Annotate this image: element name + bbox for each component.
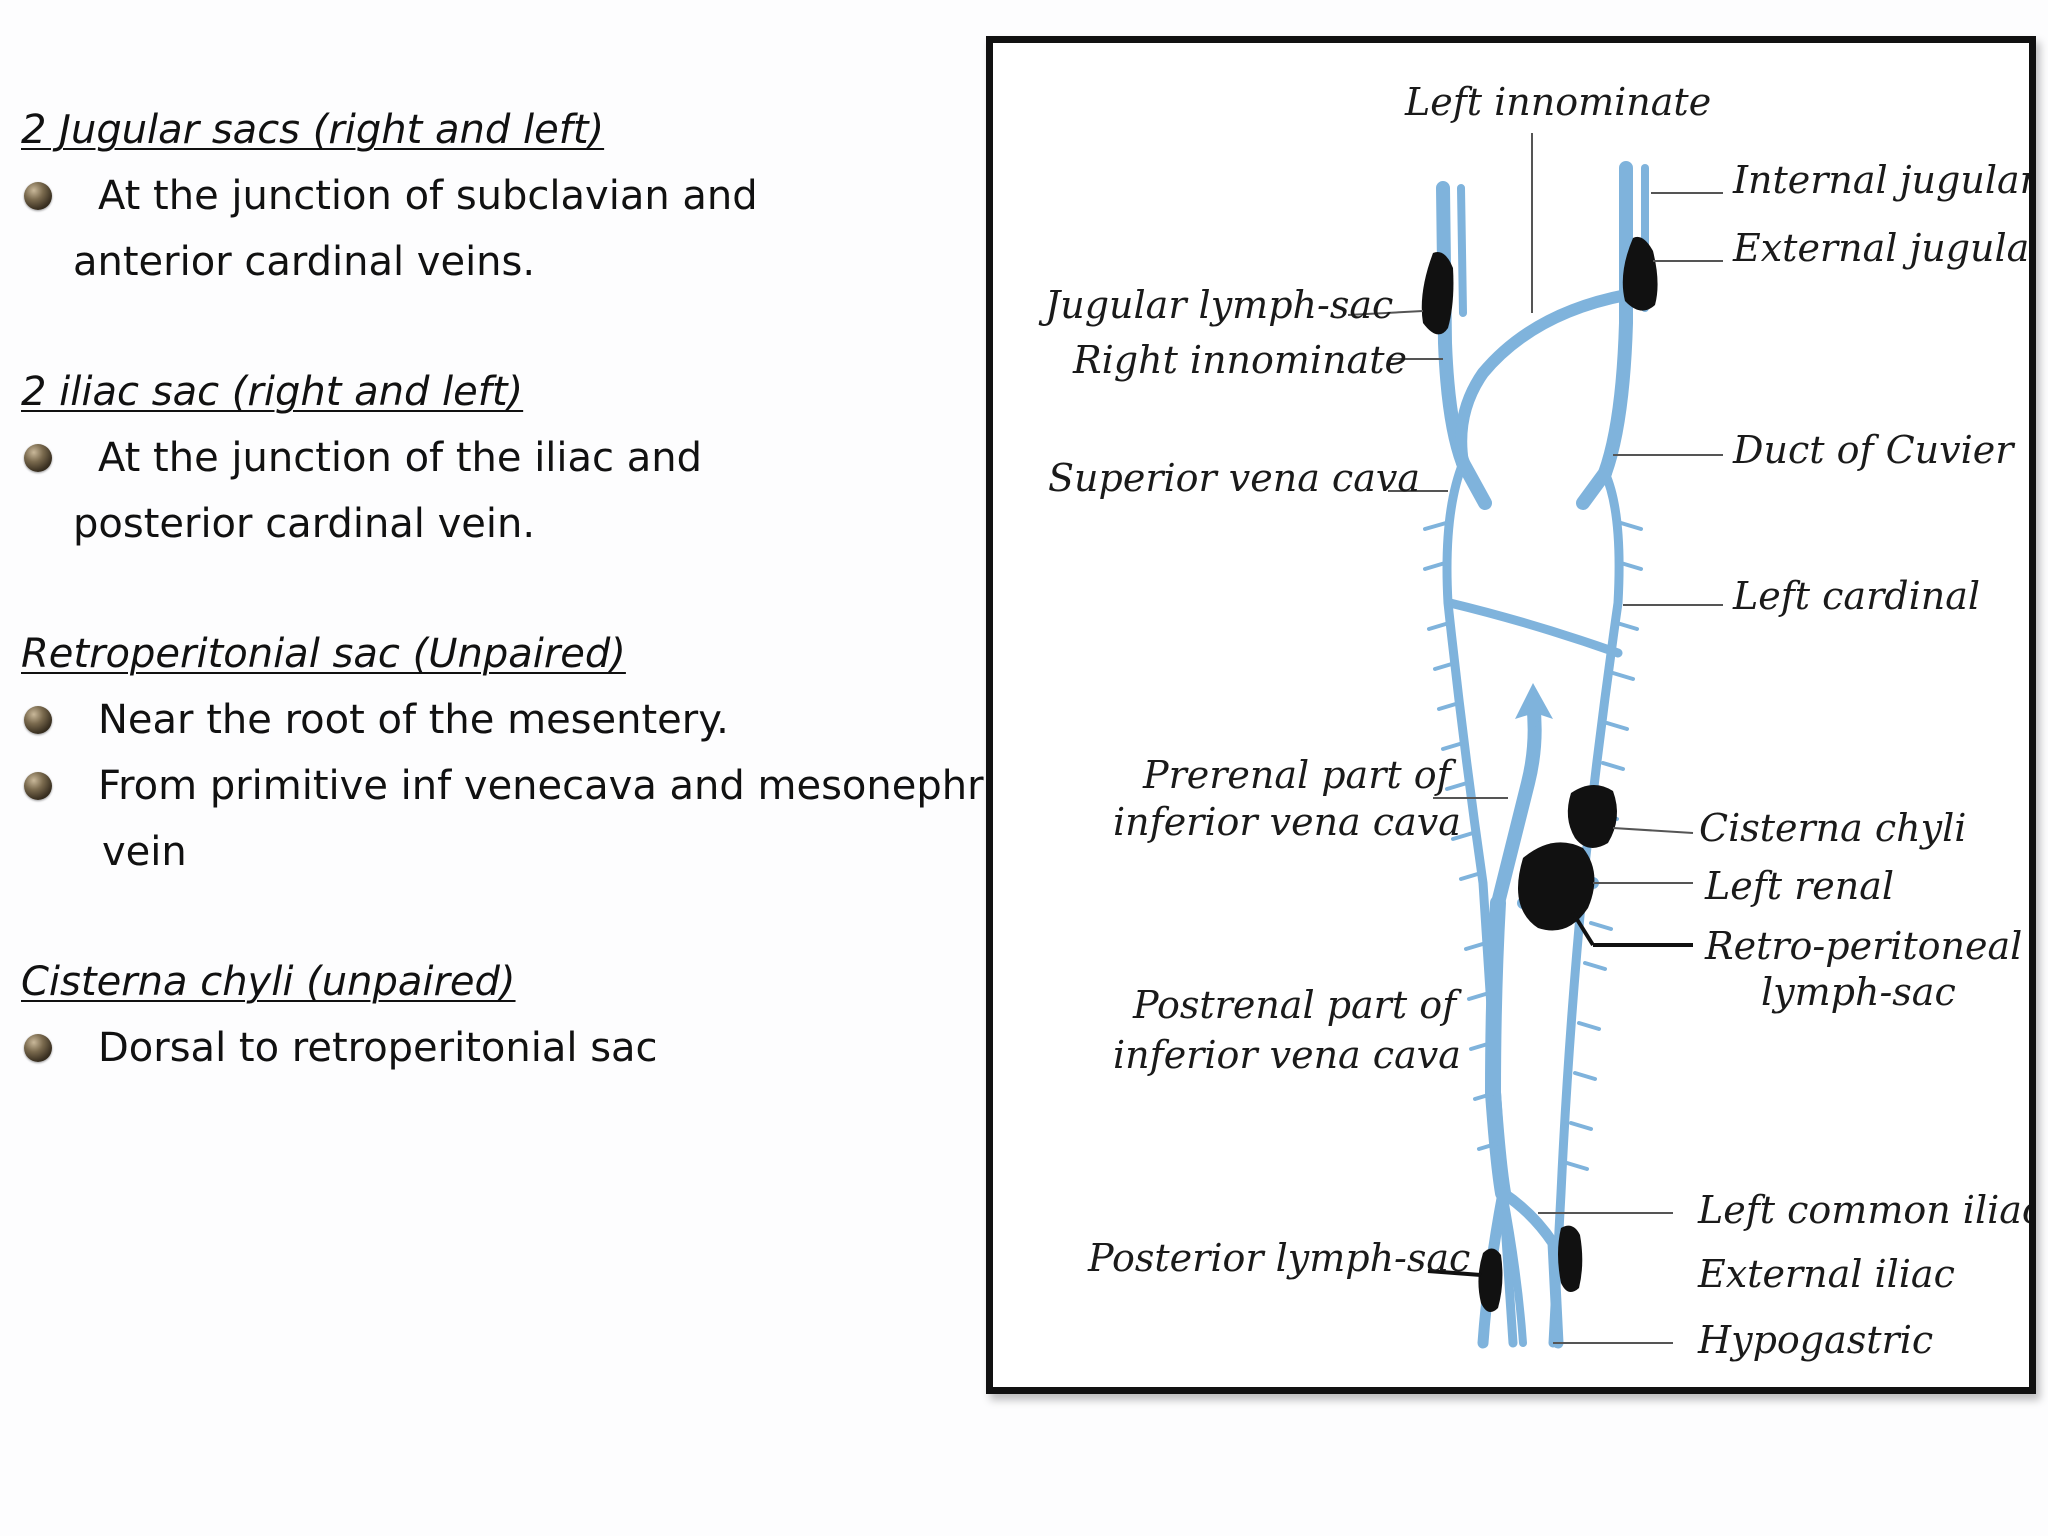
bullet-text: Dorsal to retroperitonial sac: [98, 1025, 658, 1071]
section-heading-iliac-sac: 2 iliac sac (right and left): [21, 369, 524, 415]
vein-network: [1436, 161, 1649, 1349]
postrenal-ivc: [1485, 895, 1511, 1201]
label-posterior-lymph-sac: Posterior lymph-sac: [1087, 1236, 1470, 1280]
superior-vena-cava: [1456, 456, 1492, 510]
lymph-sac-diagram: Left innominate Internal jugular Externa…: [986, 36, 2036, 1394]
label-cisterna-chyli: Cisterna chyli: [1699, 806, 1966, 850]
prerenal-ivc: [1491, 696, 1542, 910]
label-right-innominate: Right innominate: [1072, 338, 1407, 382]
posterior-lymph-sac-left: [1558, 1225, 1583, 1292]
bullet-text-continuation: posterior cardinal vein.: [73, 501, 536, 547]
left-jugular-lymph-sac: [1622, 236, 1658, 311]
label-hypogastric: Hypogastric: [1697, 1318, 1933, 1362]
label-left-common-iliac: Left common iliac: [1697, 1188, 2029, 1232]
lymph-sacs: [1421, 236, 1658, 1312]
section-heading-cisterna-chyli: Cisterna chyli (unpaired): [21, 959, 516, 1005]
bullet-text-continuation: anterior cardinal veins.: [73, 239, 536, 285]
segmental-branches: [1423, 521, 1643, 1171]
label-postrenal-line2: inferior vena cava: [1113, 1033, 1461, 1077]
bullet-icon: [24, 772, 52, 800]
posterior-lymph-sac-right: [1478, 1248, 1503, 1312]
label-internal-jugular: Internal jugular: [1732, 158, 2029, 202]
right-jugular-branch: [1457, 184, 1467, 317]
left-common-iliac-vein: [1497, 1187, 1564, 1349]
label-duct-of-cuvier: Duct of Cuvier: [1732, 428, 2016, 472]
label-retro-peritoneal-line2: lymph-sac: [1761, 970, 1956, 1014]
left-anterior-cardinal-vein: [1598, 161, 1633, 480]
bullet-text: From primitive inf venecava and mesoneph…: [98, 763, 1017, 809]
bullet-icon: [24, 444, 52, 472]
bullet-text: Near the root of the mesentery.: [98, 697, 729, 743]
vein-diagram-svg: Left innominate Internal jugular Externa…: [1038, 80, 2029, 1362]
label-external-jugular: External jugular: [1732, 226, 2029, 270]
bullet-text: At the junction of subclavian and: [98, 173, 758, 219]
cardinal-anastomosis: [1445, 598, 1623, 658]
label-postrenal-line1: Postrenal part of: [1132, 983, 1462, 1027]
label-prerenal-line1: Prerenal part of: [1142, 753, 1457, 797]
bullet-text: At the junction of the iliac and: [98, 435, 703, 481]
right-jugular-lymph-sac: [1421, 252, 1454, 335]
external-iliac-vein: [1499, 1189, 1527, 1347]
bullet-text-continuation: vein: [102, 829, 187, 875]
label-left-renal: Left renal: [1704, 864, 1894, 908]
label-left-innominate: Left innominate: [1404, 80, 1711, 124]
label-external-iliac: External iliac: [1697, 1252, 1955, 1296]
label-prerenal-line2: inferior vena cava: [1113, 800, 1461, 844]
leader-lines: [1347, 133, 1723, 1344]
notes-column: 2 Jugular sacs (right and left) At the j…: [0, 0, 1017, 1536]
section-heading-jugular-sacs: 2 Jugular sacs (right and left): [21, 107, 605, 153]
left-innominate-vein: [1455, 289, 1632, 469]
retroperitoneal-lymph-sac: [1518, 842, 1595, 931]
duct-of-cuvier: [1576, 466, 1612, 510]
label-jugular-lymph-sac: Jugular lymph-sac: [1038, 283, 1393, 327]
label-retro-peritoneal-line1: Retro-peritoneal: [1704, 924, 2022, 968]
bullet-icon: [24, 706, 52, 734]
section-heading-retroperitonial-sac: Retroperitonial sac (Unpaired): [21, 631, 626, 677]
ivc-arrow-icon: [1515, 683, 1553, 733]
cisterna-chyli-sac: [1567, 784, 1617, 848]
bullet-icon: [24, 182, 52, 210]
bullet-icon: [24, 1034, 52, 1062]
label-superior-vena-cava: Superior vena cava: [1048, 456, 1420, 500]
label-left-cardinal: Left cardinal: [1732, 574, 1980, 618]
